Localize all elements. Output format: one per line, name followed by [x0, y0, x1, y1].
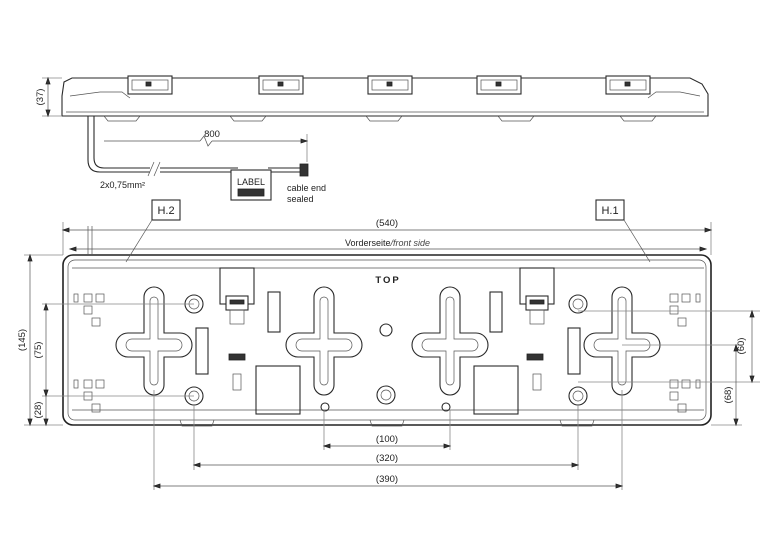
- cable-end-line2: sealed: [287, 194, 314, 204]
- dim-right-outer: (68): [723, 387, 734, 404]
- dim-side-height: (37): [35, 89, 46, 106]
- side-clips: [127, 75, 651, 95]
- connector-housings: [219, 267, 555, 325]
- dim-pitch-100: (100): [376, 434, 398, 445]
- cable-end-line1: cable end: [287, 183, 326, 193]
- cable-spec: 2x0,75mm²: [100, 180, 145, 190]
- cable: LABEL 800 2x0,75mm² cable end sealed: [87, 116, 326, 204]
- cross-slots: [115, 286, 661, 396]
- top-marker: TOP: [375, 275, 400, 286]
- dim-overall-height: (145): [17, 329, 28, 351]
- dim-pitch-320: (320): [376, 453, 398, 464]
- front-view: H.2 H.1 (540) Vorderseite/front side TOP: [17, 199, 760, 490]
- front-side-label: Vorderseite/front side: [345, 238, 430, 248]
- vertical-slots: [195, 291, 581, 391]
- dim-cable-length: 800: [204, 129, 220, 140]
- dim-pitch-390: (390): [376, 474, 398, 485]
- dim-right-inner: (60): [736, 338, 747, 355]
- label-window-right: [473, 365, 519, 415]
- dim-bottom-offset: (28): [33, 402, 44, 419]
- small-studs: [73, 293, 701, 413]
- hole-label-h2: H.2: [157, 205, 174, 217]
- round-holes: [184, 294, 588, 412]
- dim-inner-height: (75): [33, 342, 44, 359]
- label-box-text: LABEL: [237, 177, 265, 187]
- hole-label-h1: H.1: [601, 205, 618, 217]
- side-view: (37): [35, 75, 709, 122]
- label-window-left: [255, 365, 301, 415]
- dim-overall-width: (540): [376, 218, 398, 229]
- cable-label: LABEL: [230, 169, 272, 201]
